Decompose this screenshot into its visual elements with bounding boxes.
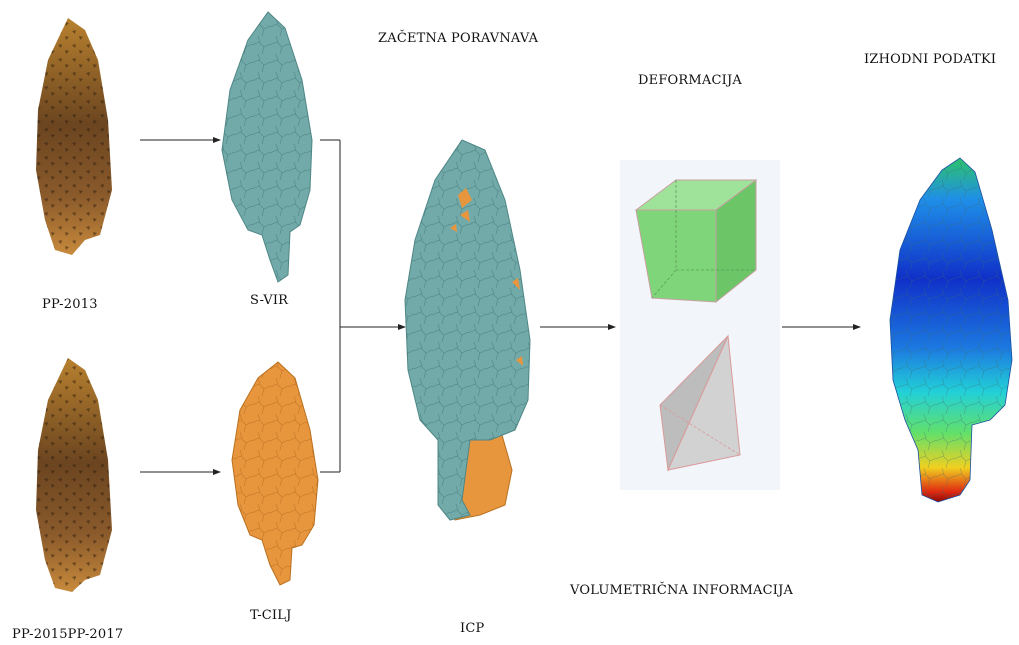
target-photo-label: PP-2015PP-2017 [12, 627, 123, 642]
icp-aligned-model [405, 140, 530, 520]
target-photo [36, 358, 112, 592]
output-label: IZHODNI PODATKI [864, 52, 996, 67]
merge-bracket [320, 140, 340, 472]
initial-alignment-label: ZAČETNA PORAVNAVA [378, 31, 538, 46]
target-model-label: T-CILJ [250, 608, 292, 623]
deformation-label: DEFORMACIJA [638, 73, 742, 88]
volumetric-info-label: VOLUMETRIČNA INFORMACIJA [570, 583, 793, 598]
target-model [232, 362, 318, 585]
source-photo [36, 18, 112, 255]
source-model [222, 12, 312, 282]
icp-label: ICP [460, 621, 484, 636]
deformation-panel [620, 160, 780, 490]
source-photo-label: PP-2013 [42, 297, 98, 312]
cube-shape [636, 180, 756, 302]
output-heatmap-model [890, 158, 1012, 502]
source-model-label: S-VIR [250, 293, 288, 308]
